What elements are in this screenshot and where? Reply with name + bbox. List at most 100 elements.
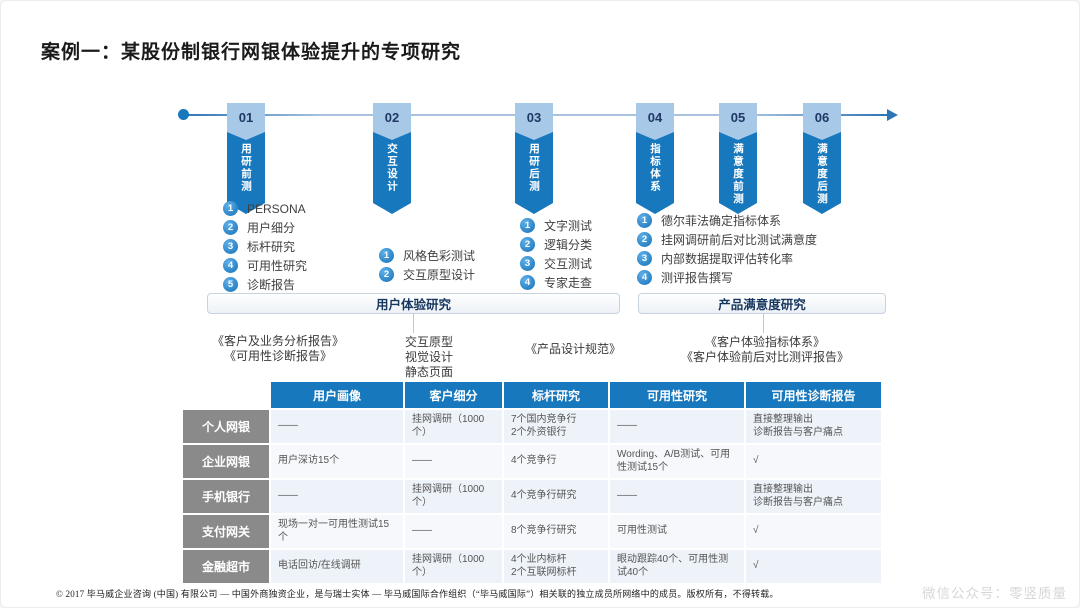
row-header: 支付网关 [183, 515, 269, 548]
column-header: 可用性研究 [610, 382, 744, 408]
item-label: 测评报告撰写 [661, 271, 734, 285]
row-header: 企业网银 [183, 445, 269, 478]
ribbon-banner: 用研后测 [515, 132, 553, 214]
stage-label: 交互设计 [386, 143, 398, 193]
stage-ribbon-02: 02 交互设计 [373, 103, 411, 214]
ribbon-banner: 满意度前测 [719, 132, 757, 214]
ribbon-banner: 交互设计 [373, 132, 411, 214]
column-header: 用户画像 [271, 382, 403, 408]
table-cell: √ [746, 445, 881, 478]
table-corner-spacer [183, 382, 269, 408]
deliverable-design-spec: 《产品设计规范》 [524, 342, 621, 356]
list-item: 诊断报告 [223, 277, 307, 292]
stage-label: 用研后测 [528, 143, 540, 193]
row-header: 金融超市 [183, 550, 269, 583]
item-label: 标杆研究 [247, 240, 296, 254]
bracket-tick [413, 314, 414, 333]
table-cell: √ [746, 515, 881, 548]
number-badge-icon [223, 239, 238, 254]
stage-03-item-list: 文字测试 逻辑分类 交互测试 专家走查 [520, 218, 592, 294]
item-label: 可用性研究 [247, 259, 308, 273]
table-cell: 4个竞争行研究 [504, 480, 608, 513]
stage-ribbon-05: 05 满意度前测 [719, 103, 757, 214]
number-badge-icon [223, 220, 238, 235]
stage-number: 05 [719, 103, 757, 132]
table-cell: 直接整理输出 诊断报告与客户痛点 [746, 410, 881, 443]
stage-number: 06 [803, 103, 841, 132]
timeline-start-dot [178, 109, 189, 120]
number-badge-icon [520, 275, 535, 290]
number-badge-icon [637, 213, 652, 228]
item-label: 交互测试 [544, 257, 593, 271]
item-label: 德尔菲法确定指标体系 [661, 214, 782, 228]
list-item: 交互原型设计 [379, 267, 475, 282]
table-cell: —— [610, 480, 744, 513]
table-cell: 4个竞争行 [504, 445, 608, 478]
stage-label: 用研前测 [240, 143, 252, 193]
table-cell: 眼动跟踪40个、可用性测试40个 [610, 550, 744, 583]
number-badge-icon [379, 248, 394, 263]
watermark: 微信公众号：零竖质量 [922, 586, 1067, 601]
group-bracket-user-experience: 用户体验研究 [207, 293, 620, 314]
list-item: 逻辑分类 [520, 237, 592, 252]
row-header: 个人网银 [183, 410, 269, 443]
list-item: 用户细分 [223, 220, 307, 235]
stage-ribbon-01: 01 用研前测 [227, 103, 265, 214]
list-item: 标杆研究 [223, 239, 307, 254]
list-item: 可用性研究 [223, 258, 307, 273]
list-item: 德尔菲法确定指标体系 [637, 213, 817, 228]
item-label: PERSONA [247, 201, 306, 216]
table-cell: —— [271, 480, 403, 513]
stage-label: 满意度前测 [732, 143, 744, 206]
table-cell: —— [405, 445, 502, 478]
number-badge-icon [637, 251, 652, 266]
stage-02-item-list: 风格色彩测试 交互原型设计 [379, 248, 475, 286]
table-cell: 直接整理输出 诊断报告与客户痛点 [746, 480, 881, 513]
item-label: 专家走查 [544, 276, 593, 290]
number-badge-icon [379, 267, 394, 282]
number-badge-icon [223, 201, 238, 216]
item-label: 文字测试 [544, 219, 593, 233]
ribbon-banner: 满意度后测 [803, 132, 841, 214]
number-badge-icon [520, 218, 535, 233]
table-cell: 现场一对一可用性测试15个 [271, 515, 403, 548]
item-label: 用户细分 [247, 221, 296, 235]
item-label: 诊断报告 [247, 278, 296, 292]
list-item: PERSONA [223, 201, 307, 216]
list-item: 测评报告撰写 [637, 270, 817, 285]
table-cell: 4个业内标杆 2个互联网标杆 [504, 550, 608, 583]
stage-number: 01 [227, 103, 265, 132]
bracket-tick [763, 314, 764, 333]
number-badge-icon [520, 256, 535, 271]
list-item: 文字测试 [520, 218, 592, 233]
table-cell: 挂网调研（1000个） [405, 550, 502, 583]
number-badge-icon [520, 237, 535, 252]
table-cell: —— [610, 410, 744, 443]
table-cell: 挂网调研（1000个） [405, 410, 502, 443]
stage-label: 满意度后测 [816, 143, 828, 206]
row-header: 手机银行 [183, 480, 269, 513]
item-label: 内部数据提取评估转化率 [661, 252, 794, 266]
stage-ribbon-03: 03 用研后测 [515, 103, 553, 214]
stage-number: 02 [373, 103, 411, 132]
item-label: 逻辑分类 [544, 238, 593, 252]
column-header: 客户细分 [405, 382, 502, 408]
timeline-arrow-icon [887, 109, 898, 121]
column-header: 可用性诊断报告 [746, 382, 881, 408]
stage-ribbon-06: 06 满意度后测 [803, 103, 841, 214]
stage-number: 03 [515, 103, 553, 132]
list-item: 内部数据提取评估转化率 [637, 251, 817, 266]
deliverable-design-outputs: 交互原型 视觉设计 静态页面 [404, 335, 453, 379]
deliverable-reports-2: 《客户体验指标体系》 《客户体验前后对比测评报告》 [680, 335, 849, 364]
stage-number: 04 [636, 103, 674, 132]
group-bracket-satisfaction: 产品满意度研究 [638, 293, 886, 314]
stage-ribbon-04: 04 指标体系 [636, 103, 674, 214]
item-label: 风格色彩测试 [403, 249, 476, 263]
number-badge-icon [223, 258, 238, 273]
page-title: 案例一：某股份制银行网银体验提升的专项研究 [41, 42, 462, 63]
ribbon-banner: 指标体系 [636, 132, 674, 214]
item-label: 挂网调研前后对比测试满意度 [661, 233, 818, 247]
column-header: 标杆研究 [504, 382, 608, 408]
deliverable-reports-1: 《客户及业务分析报告》 《可用性诊断报告》 [211, 334, 344, 363]
